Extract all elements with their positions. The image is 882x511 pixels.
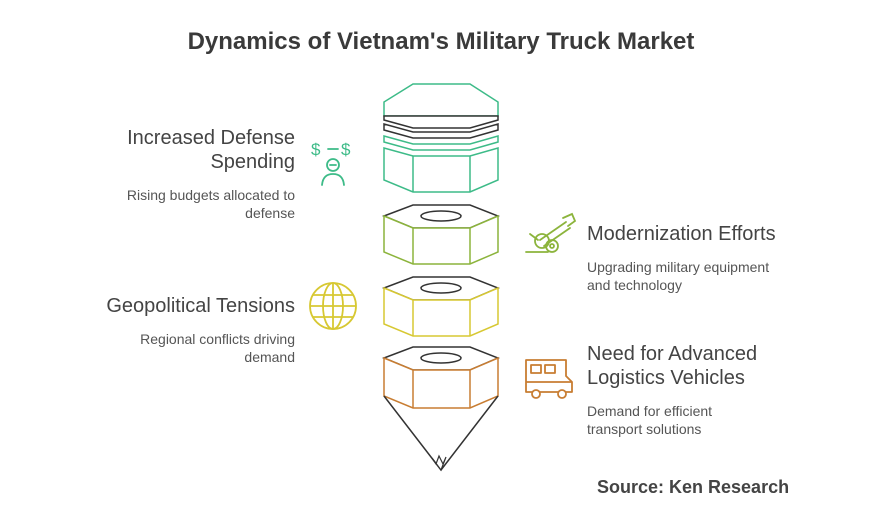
source-credit: Source: Ken Research <box>597 477 790 497</box>
heading-geopolitical: Geopolitical Tensions <box>106 295 295 317</box>
diagram-title: Dynamics of Vietnam's Military Truck Mar… <box>187 28 695 55</box>
segment-logistics <box>381 346 500 472</box>
truck-icon <box>525 359 573 399</box>
desc-defense-spending: Rising budgets allocated to defense <box>126 187 295 221</box>
heading-defense-spending: Increased Defense Spending <box>127 127 295 173</box>
svg-text:$: $ <box>341 140 351 159</box>
desc-modernization: Upgrading military equipment and technol… <box>587 259 770 293</box>
heading-logistics: Need for Advanced Logistics Vehicles <box>587 343 758 389</box>
segment-defense-spending <box>383 83 499 193</box>
artillery-cannon-icon <box>525 212 577 253</box>
segment-modernization <box>381 204 500 265</box>
globe-icon <box>309 282 357 330</box>
heading-modernization: Modernization Efforts <box>587 223 776 245</box>
desc-geopolitical: Regional conflicts driving demand <box>140 331 295 365</box>
segment-geopolitical <box>381 276 500 337</box>
desc-logistics: Demand for efficient transport solutions <box>587 403 713 437</box>
svg-text:$: $ <box>311 140 321 159</box>
money-person-icon: $ $ <box>311 140 351 186</box>
